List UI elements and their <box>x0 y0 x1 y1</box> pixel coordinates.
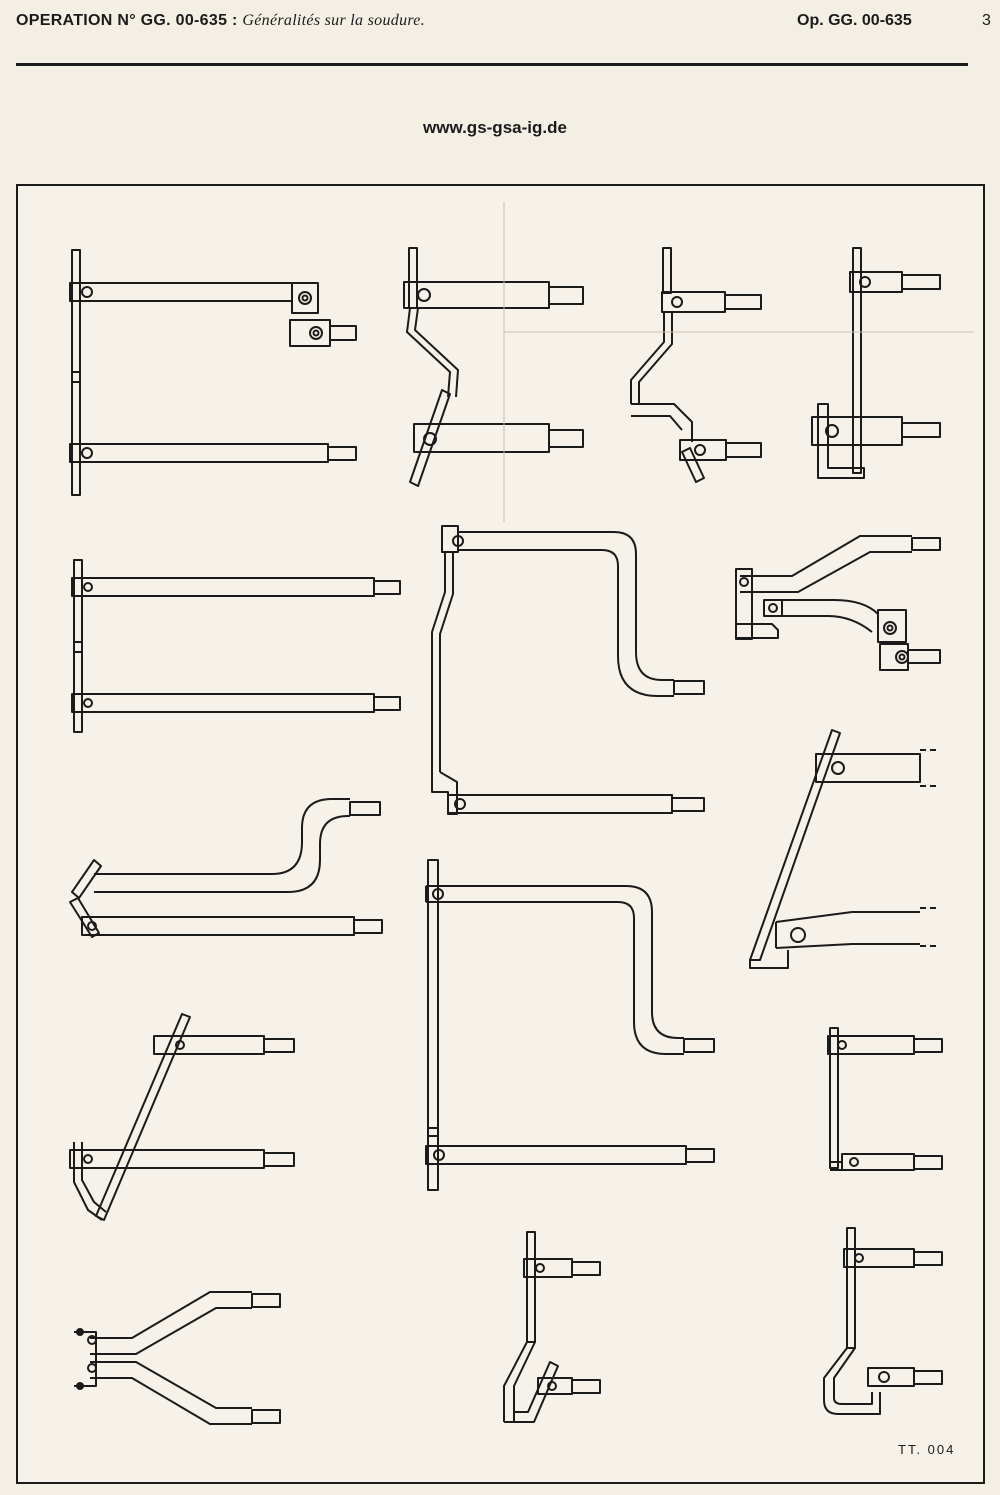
page-header: OPERATION N° GG. 00-635 : Généralités su… <box>0 0 1000 70</box>
header-rule <box>16 63 968 66</box>
background-frame-lines <box>503 202 974 522</box>
figure-frame <box>16 184 985 1484</box>
operation-label: OPERATION N° GG. 00-635 : <box>16 12 238 29</box>
operation-reference: Op. GG. 00-635 <box>797 12 912 29</box>
welding-arms-illustration <box>69 202 974 1425</box>
welding-arm-set-1 <box>69 249 357 496</box>
welding-arm-set-5 <box>71 559 401 733</box>
welding-arm-set-3 <box>630 247 762 483</box>
page-number: 3 <box>982 12 991 29</box>
welding-arm-set-10 <box>749 729 940 969</box>
welding-arm-set-2 <box>403 247 584 487</box>
welding-arm-set-6 <box>431 525 705 815</box>
welding-arm-set-14 <box>503 1231 601 1423</box>
operation-subtitle: Généralités sur la soudure. <box>242 12 426 29</box>
operation-title: OPERATION N° GG. 00-635 : Généralités su… <box>16 12 425 30</box>
website-url: www.gs-gsa-ig.de <box>423 118 567 137</box>
welding-arm-set-8 <box>69 798 383 938</box>
welding-arm-set-9 <box>425 859 715 1191</box>
welding-arm-set-11 <box>69 1013 295 1221</box>
welding-arm-set-13 <box>74 1291 281 1425</box>
welding-arm-set-15 <box>823 1227 943 1415</box>
figure-reference: TT. 004 <box>898 1442 956 1457</box>
welding-arm-set-4 <box>811 247 941 479</box>
welding-arm-set-7 <box>735 535 941 671</box>
welding-arm-set-12 <box>827 1027 943 1171</box>
